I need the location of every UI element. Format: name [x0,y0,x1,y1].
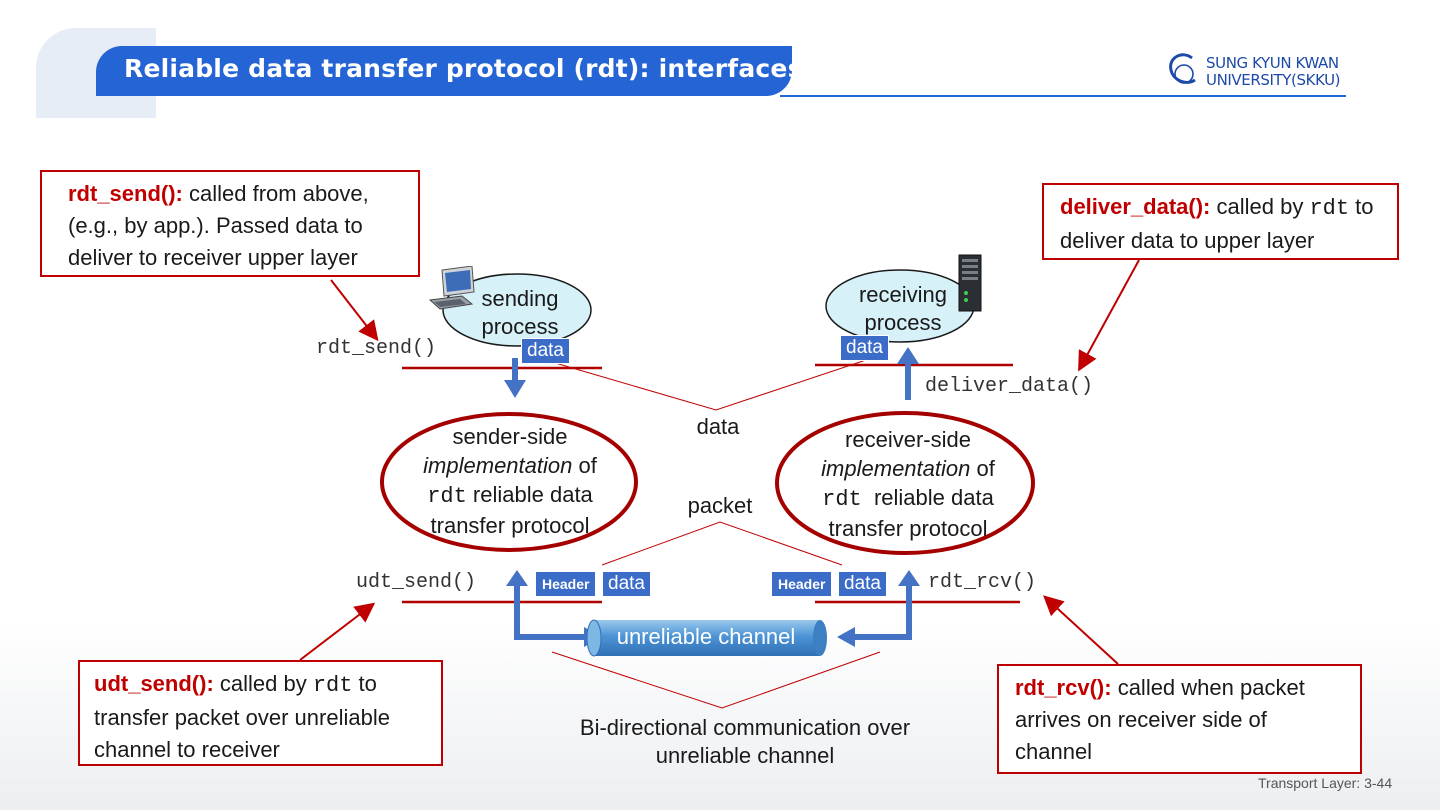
rdt-send-callout-text: called from above, (e.g., by app.). Pass… [68,181,369,270]
deliver-data-callout: deliver_data(): called by rdt to deliver… [1042,183,1399,260]
slide-footer: Transport Layer: 3-44 [1258,775,1393,791]
unreliable-channel-label: unreliable channel [616,624,796,649]
rdt-send-callout-name: rdt_send(): [68,181,183,206]
sending-process-label: sending process [481,286,559,339]
rdt-rcv-arrow [1043,595,1119,665]
receiver-impl-line4: transfer protocol [828,516,988,541]
data-label: data [696,414,740,439]
sender-impl-ellipse [380,412,638,552]
receiver-header-tag: Header [771,571,833,597]
rdt-rcv-callout: rdt_rcv(): called when packet arrives on… [997,664,1362,774]
deliver-data-arrow [1078,259,1140,372]
deliver-data-callout-code: rdt [1309,196,1350,221]
sender-impl-line1: sender-side [452,424,568,449]
rdt-send-function: rdt_send() [316,337,437,360]
server-icon [958,254,982,312]
udt-send-arrow [299,602,376,661]
logo-line-1: SUNG KYUN KWAN [1206,54,1339,72]
receiver-data-tag: data [840,335,889,361]
receiver-impl-text: receiver-side implementation of rdt reli… [790,425,1026,543]
bidirectional-label: Bi-directional communication over unreli… [579,715,911,768]
deliver-data-callout-name: deliver_data(): [1060,194,1211,219]
receiver-impl-italic: implementation [821,456,971,481]
udt-send-callout: udt_send(): called by rdt to transfer pa… [78,660,443,766]
sender-header-tag: Header [535,571,597,597]
title-bar [96,46,792,96]
channel-connector [551,651,881,709]
sender-impl-text: sender-side implementation of rdt reliab… [392,422,628,540]
deliver-data-function: deliver_data() [925,375,1094,398]
receiver-impl-ellipse [775,411,1035,555]
data-connector [544,359,867,411]
rdt-rcv-callout-text: called when packet arrives on receiver s… [1015,675,1305,764]
receiver-packet-data-tag: data [838,571,887,597]
logo-line-2: UNIVERSITY(SKKU) [1206,71,1341,89]
desktop-computer-icon [428,266,475,310]
sender-impl-rdt-code: rdt [427,484,467,509]
sending-process-ellipse [442,273,592,347]
udt-send-callout-code: rdt [312,673,353,698]
rdt-send-arrow [330,279,379,342]
sender-impl-italic: implementation [423,453,573,478]
sender-data-tag: data [521,338,570,364]
udt-send-function: udt_send() [356,571,477,594]
receiving-process-label: receiving process [858,282,948,335]
skku-logo: SUNG KYUN KWAN UNIVERSITY(SKKU) [1168,50,1350,94]
receiver-impl-rdt-code: rdt [822,487,862,512]
page-title: Reliable data transfer protocol (rdt): i… [124,54,803,83]
receiver-impl-line1: receiver-side [845,427,971,452]
title-underline [780,95,1346,97]
unreliable-channel-pipe [586,619,827,657]
sender-packet-data-tag: data [602,571,651,597]
rdt-rcv-callout-name: rdt_rcv(): [1015,675,1112,700]
packet-label: packet [687,493,753,518]
packet-connector [601,521,843,566]
rdt-send-callout: rdt_send(): called from above, (e.g., by… [40,170,420,277]
udt-send-callout-name: udt_send(): [94,671,214,696]
rdt-rcv-function: rdt_rcv() [928,571,1037,594]
skku-emblem-icon [1169,53,1196,84]
sender-impl-line4: transfer protocol [430,513,590,538]
